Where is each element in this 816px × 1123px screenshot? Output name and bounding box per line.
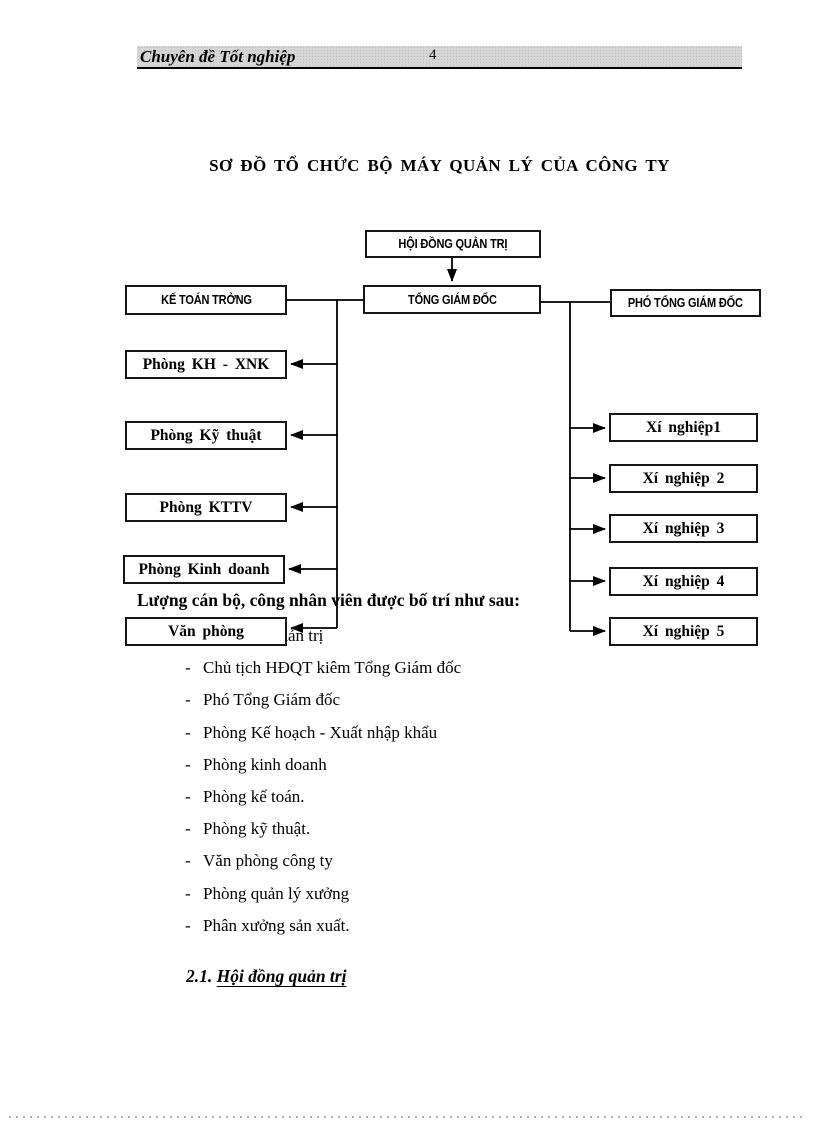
list-item-label: Phòng Kế hoạch - Xuất nhập khẩu (203, 722, 438, 742)
org-node-label: Xí nghiệp1 (646, 418, 721, 436)
org-node-label: HỘI ĐỒNG QUẢN TRỊ (398, 237, 508, 251)
org-node-chief-accountant: KẾ TOÁN TRỞNG (125, 285, 287, 315)
org-node-dept-kinh-doanh: Phòng Kinh doanh (123, 555, 285, 584)
org-node-general-director: TỔNG GIÁM ĐỐC (363, 285, 541, 314)
list-item-label: Phòng quản lý xưởng (203, 883, 350, 903)
org-node-label: Phòng Kinh doanh (138, 560, 270, 578)
dash-bullet: - (185, 915, 191, 935)
list-item-label: Chủ tịch HĐQT kiêm Tổng Giám đốc (203, 658, 462, 678)
org-node-unit-5: Xí nghiệp 5 (609, 617, 758, 646)
dash-bullet: - (185, 851, 191, 871)
page-header-bar: Chuyên đề Tốt nghiệp 4 (137, 46, 742, 69)
list-item: -Phòng kế toán. (185, 781, 461, 813)
list-item-label: Phân xưởng sản xuất. (203, 915, 350, 935)
list-item-label: Phòng kinh doanh (203, 754, 327, 774)
staffing-intro: Lượng cán bộ, công nhân viên được bố trí… (137, 590, 520, 610)
dash-bullet: - (185, 754, 191, 774)
org-node-unit-3: Xí nghiệp 3 (609, 514, 758, 543)
org-node-label: TỔNG GIÁM ĐỐC (407, 292, 497, 307)
page-bottom-dotted-line (9, 1116, 807, 1118)
list-item: -Phó Tổng Giám đốc (185, 684, 461, 716)
org-node-unit-2: Xí nghiệp 2 (609, 464, 758, 493)
header-title: Chuyên đề Tốt nghiệp (140, 46, 296, 66)
dash-bullet: - (185, 658, 191, 678)
list-item: -Phòng Kế hoạch - Xuất nhập khẩu (185, 717, 461, 749)
staffing-list: -Hội đồng quản trị -Chủ tịch HĐQT kiêm T… (185, 620, 461, 942)
org-node-board: HỘI ĐỒNG QUẢN TRỊ (365, 230, 541, 258)
list-item: -Phòng quản lý xưởng (185, 878, 461, 910)
list-item-label: Phòng kế toán. (203, 787, 305, 807)
list-item: -Phòng kỹ thuật. (185, 813, 461, 845)
org-node-dept-van-phong: Văn phòng (125, 617, 287, 646)
org-node-label: Văn phòng (168, 622, 244, 640)
list-item: -Phòng kinh doanh (185, 749, 461, 781)
dash-bullet: - (185, 722, 191, 742)
org-node-dept-ky-thuat: Phòng Kỹ thuật (125, 421, 287, 450)
org-node-unit-1: Xí nghiệp1 (609, 413, 758, 442)
page-number: 4 (429, 47, 437, 63)
org-node-label: PHÓ TỔNG GIÁM ĐỐC (628, 296, 743, 310)
dash-bullet: - (185, 883, 191, 903)
org-node-label: KẾ TOÁN TRỞNG (160, 293, 252, 307)
list-item-label: Văn phòng công ty (203, 851, 333, 871)
dash-bullet: - (185, 819, 191, 839)
org-node-dept-kttv: Phòng KTTV (125, 493, 287, 522)
list-item: -Văn phòng công ty (185, 845, 461, 877)
org-node-label: Xí nghiệp 4 (642, 572, 725, 590)
org-node-dept-kh-xnk: Phòng KH - XNK (125, 350, 287, 379)
org-node-deputy-general-director: PHÓ TỔNG GIÁM ĐỐC (610, 289, 761, 317)
org-node-label: Phòng KTTV (159, 498, 253, 516)
dash-bullet: - (185, 690, 191, 710)
org-node-unit-4: Xí nghiệp 4 (609, 567, 758, 596)
list-item-label: Phòng kỹ thuật. (203, 819, 311, 839)
list-item: -Phân xưởng sản xuất. (185, 910, 461, 942)
org-node-label: Xí nghiệp 3 (642, 519, 725, 537)
section-heading: 2.1. Hội đồng quản trị (186, 966, 352, 987)
dash-bullet: - (185, 787, 191, 807)
section-number: 2.1. (186, 966, 213, 986)
section-title: Hội đồng quản trị (216, 966, 347, 986)
list-item-label: Phó Tổng Giám đốc (203, 690, 341, 710)
list-item: -Chủ tịch HĐQT kiêm Tổng Giám đốc (185, 652, 461, 684)
org-node-label: Phòng KH - XNK (142, 355, 270, 373)
org-node-label: Phòng Kỹ thuật (150, 426, 262, 444)
org-node-label: Xí nghiệp 5 (642, 622, 725, 640)
org-node-label: Xí nghiệp 2 (642, 469, 725, 487)
document-title: SƠ ĐỒ TỔ CHỨC BỘ MÁY QUẢN LÝ CỦA CÔNG TY (209, 156, 670, 175)
